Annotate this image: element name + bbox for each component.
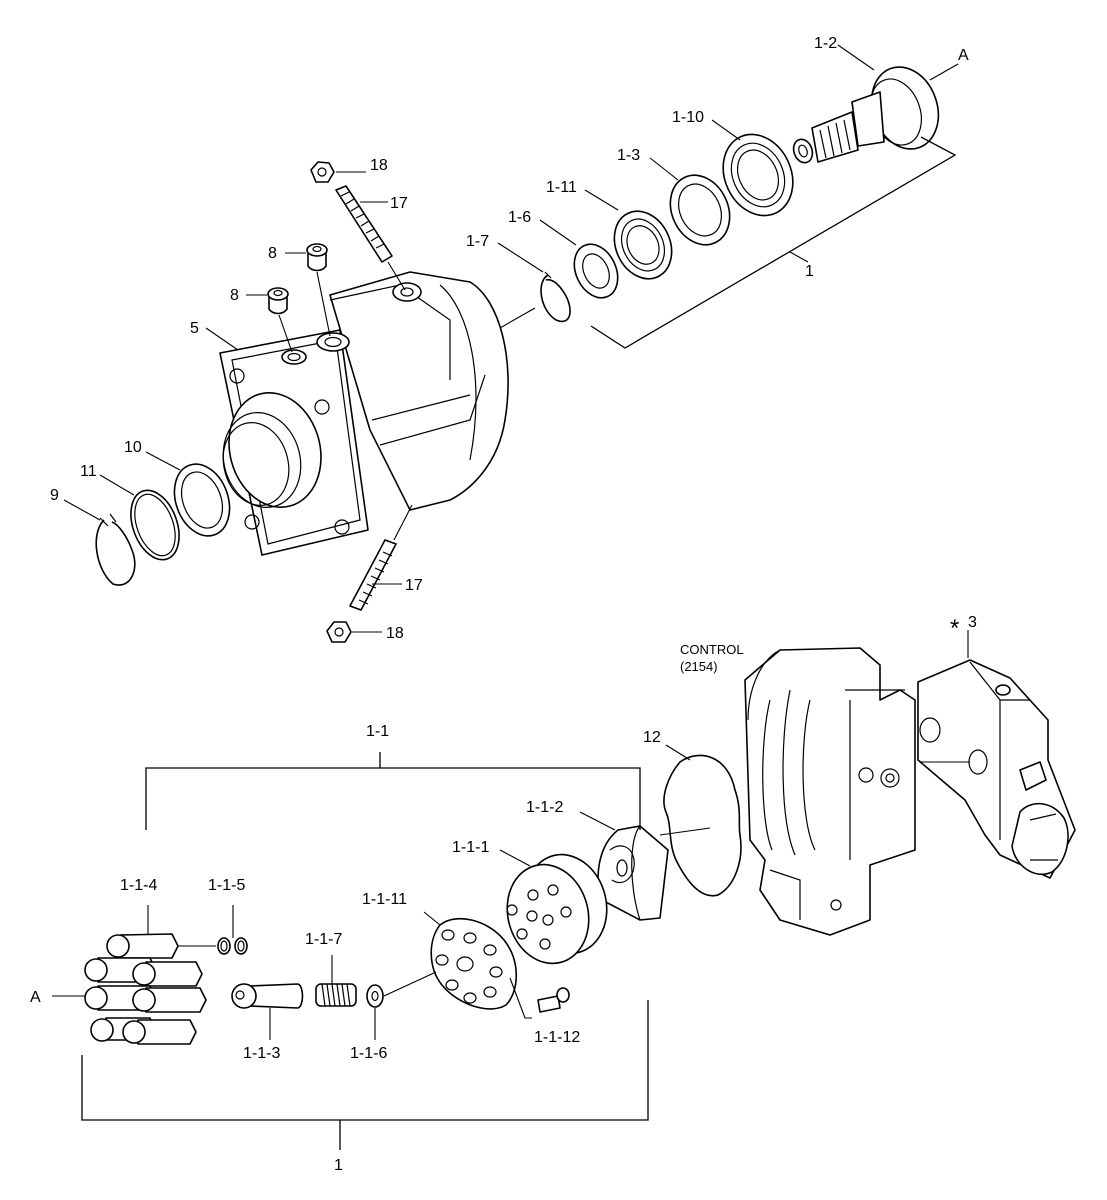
label-18-bottom: 18 xyxy=(386,625,404,642)
leader-10 xyxy=(145,451,181,471)
label-5: 5 xyxy=(190,320,199,337)
label-1-1-5: 1-1-5 xyxy=(208,877,245,894)
label-1-3: 1-3 xyxy=(617,147,640,164)
label-1-10: 1-10 xyxy=(672,109,704,126)
leader-plug-upper-axis xyxy=(316,271,331,337)
retaining-ring-9 xyxy=(95,513,136,586)
cylinder-block-1-1-1 xyxy=(506,853,608,965)
leader-1-1-1 xyxy=(499,849,531,867)
leader-1-7 xyxy=(497,242,544,273)
housing-5 xyxy=(219,271,509,556)
stud-axis-top xyxy=(387,261,406,291)
label-1-1-2: 1-1-2 xyxy=(526,799,563,816)
plug-8-upper xyxy=(306,243,328,272)
label-control-number: (2154) xyxy=(680,659,718,674)
leader-1-2 xyxy=(837,44,875,71)
label-A-bottom: A xyxy=(30,989,41,1006)
seal-10 xyxy=(173,463,231,537)
leader-9 xyxy=(63,499,101,521)
label-1-7: 1-7 xyxy=(466,233,489,250)
bracket-assembly-1-top xyxy=(590,136,957,349)
nut-18-bottom xyxy=(326,621,352,643)
bracket-assembly-1-bottom xyxy=(81,1000,649,1150)
label-1-1-4: 1-1-4 xyxy=(120,877,157,894)
label-11: 11 xyxy=(80,463,97,480)
label-1-1-11: 1-1-11 xyxy=(362,891,407,908)
label-A-top: A xyxy=(958,47,969,64)
label-18-top: 18 xyxy=(370,157,388,174)
valve-plate-1-1-2 xyxy=(597,825,669,921)
leader-12 xyxy=(665,744,691,761)
leader-1-1-11 xyxy=(423,911,441,926)
label-12: 12 xyxy=(643,729,661,746)
leader-plug-lower-axis xyxy=(278,314,293,353)
label-1-bottom: 1 xyxy=(334,1157,343,1174)
stud-17-bottom xyxy=(349,539,397,611)
label-1-1-1: 1-1-1 xyxy=(452,839,489,856)
label-17-top: 17 xyxy=(390,195,408,212)
label-10: 10 xyxy=(124,439,142,456)
washer-1-1-6 xyxy=(366,984,384,1008)
leader-1-11 xyxy=(584,189,619,211)
part-3 xyxy=(917,659,1076,879)
pistons-1-1-4 xyxy=(84,933,207,1045)
control-housing xyxy=(744,647,916,936)
leader-1-1-2 xyxy=(579,811,616,831)
leader-5 xyxy=(205,327,239,351)
leader-1-6 xyxy=(539,219,577,246)
leader-1-3 xyxy=(649,157,679,181)
axis-gasket xyxy=(659,827,711,836)
leader-1-10 xyxy=(711,119,741,141)
label-star: * xyxy=(950,615,959,642)
label-1-1-12: 1-1-12 xyxy=(534,1029,580,1046)
label-1-1: 1-1 xyxy=(366,723,389,740)
spring-1-1-7 xyxy=(315,983,357,1007)
label-17-bottom: 17 xyxy=(405,577,423,594)
label-1-2: 1-2 xyxy=(814,35,837,52)
screw-1-1-12 xyxy=(537,987,570,1013)
label-3: 3 xyxy=(968,614,977,631)
o-ring-11 xyxy=(130,489,180,561)
stud-axis-bottom xyxy=(393,504,413,541)
label-8-lower: 8 xyxy=(230,287,239,304)
bearing-1-11 xyxy=(613,210,673,280)
label-1-11: 1-11 xyxy=(546,179,577,196)
shaft-1-2 xyxy=(792,66,940,164)
stud-17-top xyxy=(335,185,393,263)
axis-line xyxy=(499,307,536,329)
label-9: 9 xyxy=(50,487,59,504)
gasket-12 xyxy=(663,754,742,897)
label-1-6: 1-6 xyxy=(508,209,531,226)
bracket-1-1 xyxy=(145,752,641,830)
label-control: CONTROL xyxy=(680,642,744,657)
label-1-1-6: 1-1-6 xyxy=(350,1045,387,1062)
ring-1-3 xyxy=(669,174,731,246)
nut-18-top xyxy=(310,161,335,183)
leader-A-top xyxy=(929,63,959,81)
label-1-1-7: 1-1-7 xyxy=(305,931,342,948)
plug-8-lower xyxy=(267,287,289,315)
o-rings-1-1-5 xyxy=(217,937,248,955)
washer-1-6 xyxy=(573,243,619,299)
snap-ring-1-7 xyxy=(540,271,571,323)
axis-washer xyxy=(383,971,437,997)
leader-1-top xyxy=(789,251,809,263)
label-8-upper: 8 xyxy=(268,245,277,262)
retaining-plate-1-1-11 xyxy=(430,917,517,1010)
label-1-1-3: 1-1-3 xyxy=(243,1045,280,1062)
leader-11 xyxy=(99,474,135,496)
bearing-1-10 xyxy=(722,133,794,217)
center-pin-1-1-3 xyxy=(231,983,304,1009)
leader-1-1-12-axis xyxy=(509,977,532,1019)
label-1-top: 1 xyxy=(805,263,814,280)
